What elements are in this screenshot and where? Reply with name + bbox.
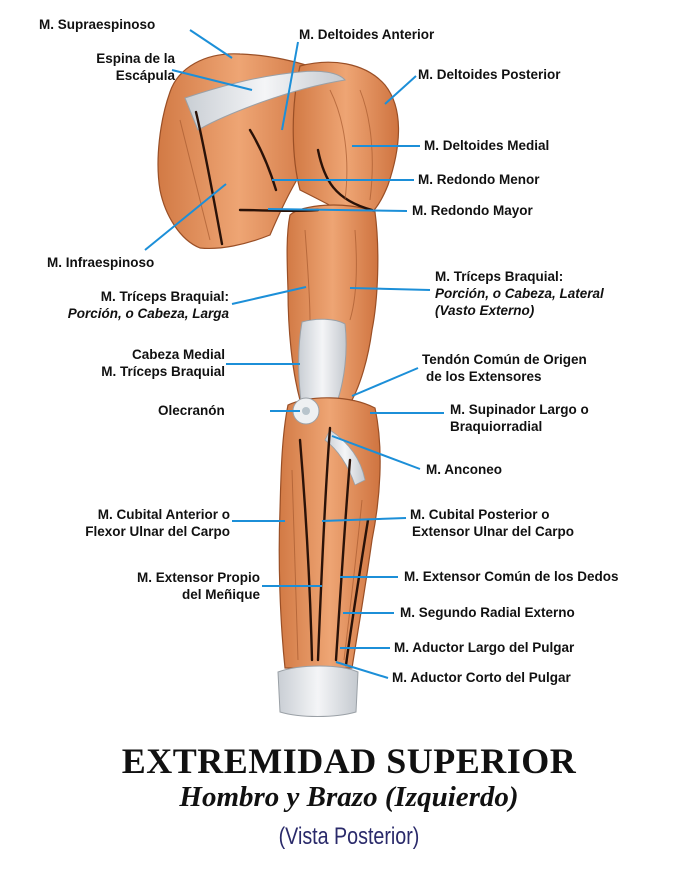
leader-infraespinoso (144, 183, 227, 251)
label-infraespinoso: M. Infraespinoso (47, 255, 155, 270)
leader-triceps-larga (231, 286, 307, 305)
label-extensor-comun: M. Extensor Común de los Dedos (404, 569, 619, 584)
leader-anconeo (331, 435, 421, 470)
label-triceps-lateral-1: M. Tríceps Braquial: (435, 269, 564, 284)
triceps-tendon (298, 318, 347, 411)
label-espina-2: Escápula (115, 68, 175, 83)
label-cubital-anterior-2: Flexor Ulnar del Carpo (85, 524, 230, 539)
label-deltoides-posterior: M. Deltoides Posterior (418, 67, 561, 82)
label-triceps-larga-1: M. Tríceps Braquial: (100, 289, 229, 304)
label-extensor-propio-1: M. Extensor Propio (136, 570, 260, 585)
label-aductor-corto: M. Aductor Corto del Pulgar (392, 670, 571, 685)
subtitle: Hombro y Brazo (Izquierdo) (179, 781, 519, 813)
leader-deltoides-posterior (384, 75, 417, 105)
label-supinador-2: Braquiorradial (450, 419, 543, 434)
label-triceps-larga-2: Porción, o Cabeza, Larga (67, 306, 229, 321)
label-deltoides-medial: M. Deltoides Medial (424, 138, 550, 153)
label-triceps-lateral-3: (Vasto Externo) (435, 303, 535, 318)
label-cubital-anterior-1: M. Cubital Anterior o (97, 507, 230, 522)
label-cabeza-medial-1: Cabeza Medial (131, 347, 225, 362)
label-cubital-posterior-2: Extensor Ulnar del Carpo (412, 524, 575, 539)
main-title: EXTREMIDAD SUPERIOR (121, 741, 577, 781)
label-espina-1: Espina de la (96, 51, 175, 66)
label-supraespinoso: M. Supraespinoso (39, 17, 156, 32)
wrist-retinaculum (277, 665, 359, 717)
leader-aductor-corto (335, 661, 389, 679)
leader-triceps-lateral (349, 287, 431, 291)
label-redondo-mayor: M. Redondo Mayor (412, 203, 533, 218)
label-tendon-1: Tendón Común de Origen (422, 352, 587, 367)
scapular-spine (184, 70, 346, 131)
label-olecranon: Olecranón (158, 403, 225, 418)
label-extensor-propio-2: del Meñique (181, 587, 260, 602)
label-cubital-posterior-1: M. Cubital Posterior o (410, 507, 550, 522)
leader-deltoides-anterior (281, 41, 299, 131)
label-segundo-radial: M. Segundo Radial Externo (400, 605, 575, 620)
label-aductor-largo: M. Aductor Largo del Pulgar (394, 640, 575, 655)
label-cabeza-medial-2: M. Tríceps Braquial (101, 364, 225, 379)
label-triceps-lateral-2: Porción, o Cabeza, Lateral (435, 286, 604, 301)
view-caption: (Vista Posterior) (278, 823, 420, 850)
leader-redondo-mayor (267, 208, 408, 212)
leader-tendon (351, 367, 419, 397)
label-tendon-2: de los Extensores (426, 369, 542, 384)
label-redondo-menor: M. Redondo Menor (418, 172, 540, 187)
leader-supraespinoso (189, 29, 233, 59)
label-anconeo: M. Anconeo (426, 462, 502, 477)
leader-cubital-posterior (321, 517, 407, 522)
label-deltoides-anterior: M. Deltoides Anterior (299, 27, 435, 42)
label-supinador-1: M. Supinador Largo o (450, 402, 589, 417)
leader-espina (171, 69, 253, 91)
